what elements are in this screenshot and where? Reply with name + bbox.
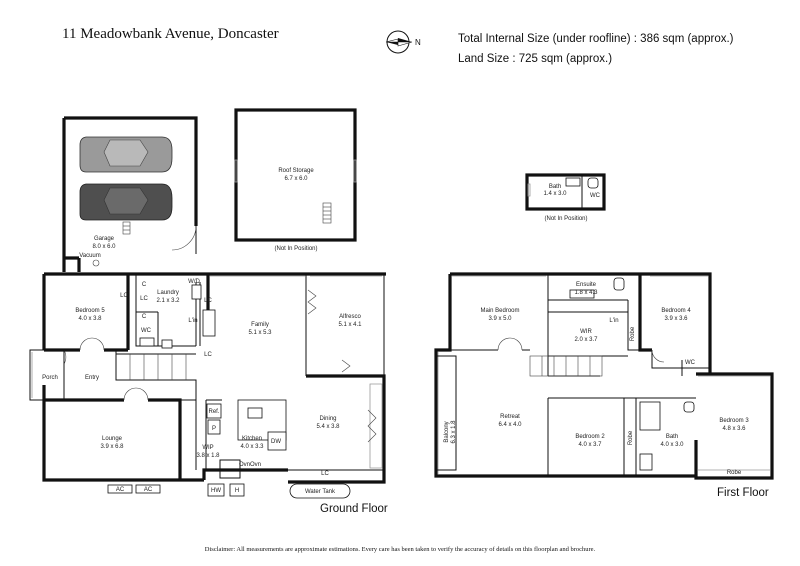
ground-wc-label: WC bbox=[141, 328, 152, 334]
main-bedroom-dims: 3.9 x 5.0 bbox=[488, 316, 512, 322]
ground-stairs-icon bbox=[129, 354, 187, 380]
bedroom5-name: Bedroom 5 bbox=[75, 308, 105, 314]
family-dims: 5.1 x 5.3 bbox=[248, 330, 272, 336]
toilet-icon bbox=[587, 177, 599, 189]
property-address: 11 Meadowbank Avenue, Doncaster bbox=[62, 26, 279, 42]
wip-name: WIP bbox=[202, 445, 213, 451]
lounge-name: Lounge bbox=[102, 436, 123, 442]
car-icon-bottom bbox=[79, 183, 173, 221]
ac-unit-2-label: AC bbox=[144, 487, 153, 493]
linen-cupboard-lc1: LC bbox=[140, 296, 148, 302]
bedroom5-dims: 4.0 x 3.8 bbox=[78, 316, 102, 322]
linen-cupboard-lc3: LC bbox=[204, 352, 212, 358]
robe-label-3: Robe bbox=[727, 470, 742, 476]
bedroom2-name: Bedroom 2 bbox=[575, 434, 605, 440]
fridge-label: Ref. bbox=[208, 409, 219, 415]
dining-dims: 5.4 x 3.8 bbox=[316, 424, 340, 430]
annex-wc-label: WC bbox=[590, 193, 601, 199]
garage-stairs-icon bbox=[122, 221, 131, 235]
balcony-label-group: Balcony 6.3 x 1.8 bbox=[444, 420, 457, 444]
ground-floor-label: Ground Floor bbox=[320, 503, 388, 515]
balcony-name: Balcony bbox=[444, 421, 450, 442]
wip-dims: 3.8 x 1.8 bbox=[196, 453, 220, 459]
roof-storage-dims: 6.7 x 6.0 bbox=[284, 176, 308, 182]
first-floor-plan bbox=[434, 272, 774, 480]
roof-storage-note: (Not In Position) bbox=[274, 246, 317, 252]
lounge-dims: 3.9 x 6.8 bbox=[100, 444, 124, 450]
total-internal-size: Total Internal Size (under roofline) : 3… bbox=[458, 33, 734, 45]
annex-bath-dims: 1.4 x 3.0 bbox=[543, 191, 567, 197]
linen-cupboard-lc5: LC bbox=[321, 471, 329, 477]
car-icon-top bbox=[79, 136, 173, 173]
hot-water-label: HW bbox=[211, 488, 221, 494]
wir-dims: 2.0 x 3.7 bbox=[574, 337, 598, 343]
entry-label: Entry bbox=[85, 375, 99, 381]
alfresco-dims: 5.1 x 4.1 bbox=[338, 322, 362, 328]
alfresco-name: Alfresco bbox=[339, 314, 361, 320]
vacuum-icon bbox=[92, 259, 100, 267]
linen-cupboard-lc4: LC bbox=[120, 293, 128, 299]
balcony-dims: 6.3 x 1.8 bbox=[451, 420, 457, 444]
first-wc-label: WC bbox=[685, 360, 696, 366]
cupboard-c2: C bbox=[142, 314, 147, 320]
first-linen-label: L'in bbox=[609, 318, 618, 324]
ground-linen-label: L'in bbox=[188, 318, 197, 324]
kitchen-dims: 4.0 x 3.3 bbox=[240, 444, 264, 450]
annex-note: (Not In Position) bbox=[544, 216, 587, 222]
robe-label-2: Robe bbox=[628, 430, 634, 445]
bath-dims: 4.0 x 3.0 bbox=[660, 442, 684, 448]
laundry-name: Laundry bbox=[157, 290, 179, 296]
ensuite-name: Ensuite bbox=[576, 282, 597, 288]
wir-name: WIR bbox=[580, 329, 592, 335]
bedroom4-name: Bedroom 4 bbox=[661, 308, 691, 314]
vacuum-label: Vacuum bbox=[79, 253, 101, 259]
retreat-name: Retreat bbox=[500, 414, 520, 420]
cupboard-c1: C bbox=[142, 282, 147, 288]
garage-name: Garage bbox=[94, 236, 115, 242]
washer-dryer-label: W/D bbox=[188, 279, 200, 285]
pantry-label: P bbox=[212, 426, 216, 432]
roof-storage bbox=[234, 108, 357, 242]
land-size: Land Size : 725 sqm (approx.) bbox=[458, 53, 612, 65]
oven-label: OvnOvn bbox=[239, 462, 261, 468]
sink-icon bbox=[247, 407, 263, 419]
retreat-dims: 6.4 x 4.0 bbox=[498, 422, 522, 428]
bedroom3-name: Bedroom 3 bbox=[719, 418, 749, 424]
dining-name: Dining bbox=[319, 416, 336, 422]
bedroom4-dims: 3.9 x 3.6 bbox=[664, 316, 688, 322]
disclaimer: Disclaimer: All measurements are approxi… bbox=[205, 546, 596, 553]
dishwasher-label: DW bbox=[271, 439, 281, 445]
garage-dims: 8.0 x 6.0 bbox=[92, 244, 116, 250]
bath-name: Bath bbox=[666, 434, 678, 440]
first-floor-stairs-icon bbox=[529, 355, 603, 377]
linen-cupboard-lc2: LC bbox=[204, 298, 212, 304]
water-tank-label: Water Tank bbox=[305, 489, 336, 495]
ensuite-dims: 1.8 x 4.3 bbox=[574, 290, 598, 296]
compass-icon bbox=[385, 30, 413, 54]
roof-storage-name: Roof Storage bbox=[278, 168, 314, 174]
vanity-icon bbox=[565, 177, 581, 187]
ladder-icon bbox=[322, 202, 332, 224]
heater-label: H bbox=[235, 488, 239, 494]
bedroom2-dims: 4.0 x 3.7 bbox=[578, 442, 602, 448]
ac-unit-1-label: AC bbox=[116, 487, 125, 493]
compass-north-label: N bbox=[415, 38, 421, 47]
ground-floor-plan bbox=[29, 116, 386, 499]
water-tank-icon bbox=[289, 483, 351, 499]
laundry-dims: 2.1 x 3.2 bbox=[156, 298, 180, 304]
annex-bath-name: Bath bbox=[549, 184, 561, 190]
robe-label-1: Robe bbox=[630, 326, 636, 341]
bath-annex bbox=[525, 173, 606, 211]
main-bedroom-name: Main Bedroom bbox=[480, 308, 519, 314]
bedroom3-dims: 4.8 x 3.6 bbox=[722, 426, 746, 432]
family-name: Family bbox=[251, 322, 269, 328]
porch-label: Porch bbox=[42, 375, 58, 381]
first-floor-label: First Floor bbox=[717, 487, 769, 499]
kitchen-name: Kitchen bbox=[242, 436, 262, 442]
